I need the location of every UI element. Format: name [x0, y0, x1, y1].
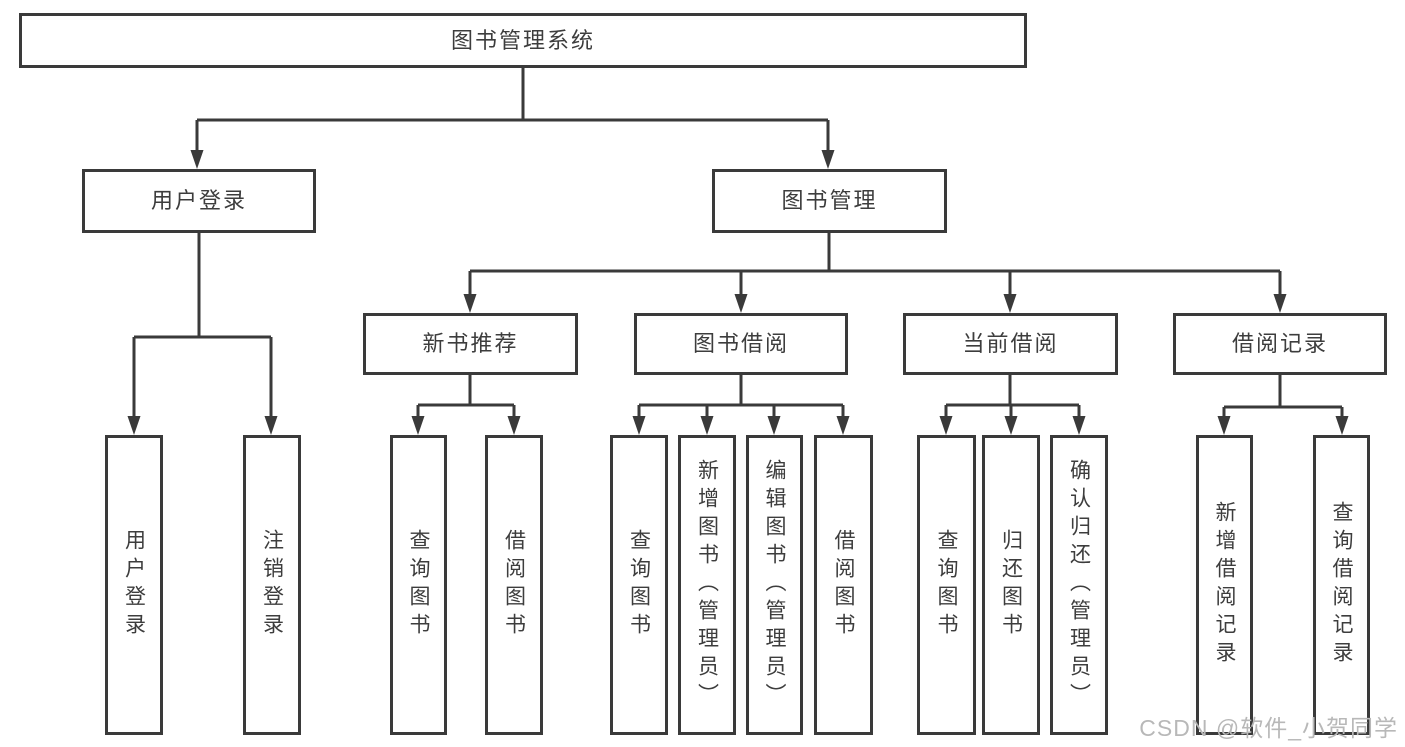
node-label: 查询图书 — [407, 529, 430, 641]
arrowhead-icons — [127, 150, 1349, 435]
node-user-login-module: 用户登录 — [82, 169, 316, 233]
node-label: 图书借阅 — [692, 331, 789, 356]
leaf-borrow-book: 借阅图书 — [814, 435, 873, 735]
node-new-book-recommend: 新书推荐 — [363, 313, 578, 375]
leaf-return-book: 归还图书 — [982, 435, 1040, 735]
node-label: 查询图书 — [627, 529, 651, 641]
node-label: 查询借阅记录 — [1330, 501, 1353, 669]
node-label: 新书推荐 — [422, 331, 519, 356]
leaf-user-login: 用户登录 — [105, 435, 163, 735]
node-label: 查询图书 — [935, 529, 958, 641]
leaf-query-book-recommend: 查询图书 — [390, 435, 447, 735]
leaf-borrow-book-recommend: 借阅图书 — [485, 435, 543, 735]
leaf-logout: 注销登录 — [243, 435, 301, 735]
node-label: 新增借阅记录 — [1213, 501, 1236, 669]
node-book-borrow: 图书借阅 — [634, 313, 848, 375]
node-label: 借阅记录 — [1231, 331, 1328, 356]
leaf-add-book-admin: 新增图书（管理员） — [678, 435, 736, 735]
leaf-query-current-book: 查询图书 — [917, 435, 976, 735]
node-borrow-records: 借阅记录 — [1173, 313, 1387, 375]
leaf-query-borrow-record: 查询借阅记录 — [1313, 435, 1370, 735]
node-current-borrow: 当前借阅 — [903, 313, 1118, 375]
node-label: 用户登录 — [150, 188, 247, 213]
node-root-system: 图书管理系统 — [19, 13, 1027, 68]
node-label: 归还图书 — [999, 529, 1023, 641]
node-label: 借阅图书 — [832, 529, 855, 641]
node-label: 用户登录 — [122, 529, 146, 641]
leaf-confirm-return-admin: 确认归还（管理员） — [1050, 435, 1108, 735]
node-label: 编辑图书（管理员） — [763, 459, 786, 711]
leaf-add-borrow-record: 新增借阅记录 — [1196, 435, 1253, 735]
node-label: 图书管理 — [781, 188, 878, 213]
node-root-label: 图书管理系统 — [450, 27, 595, 53]
node-book-management-module: 图书管理 — [712, 169, 947, 233]
node-label: 借阅图书 — [502, 529, 526, 641]
leaf-edit-book-admin: 编辑图书（管理员） — [746, 435, 803, 735]
leaf-query-book: 查询图书 — [610, 435, 668, 735]
node-label: 注销登录 — [260, 529, 284, 641]
csdn-watermark: CSDN @软件_小贺同学 — [1139, 715, 1398, 741]
node-label: 当前借阅 — [962, 331, 1059, 356]
node-label: 新增图书（管理员） — [695, 459, 719, 711]
node-label: 确认归还（管理员） — [1067, 459, 1091, 711]
